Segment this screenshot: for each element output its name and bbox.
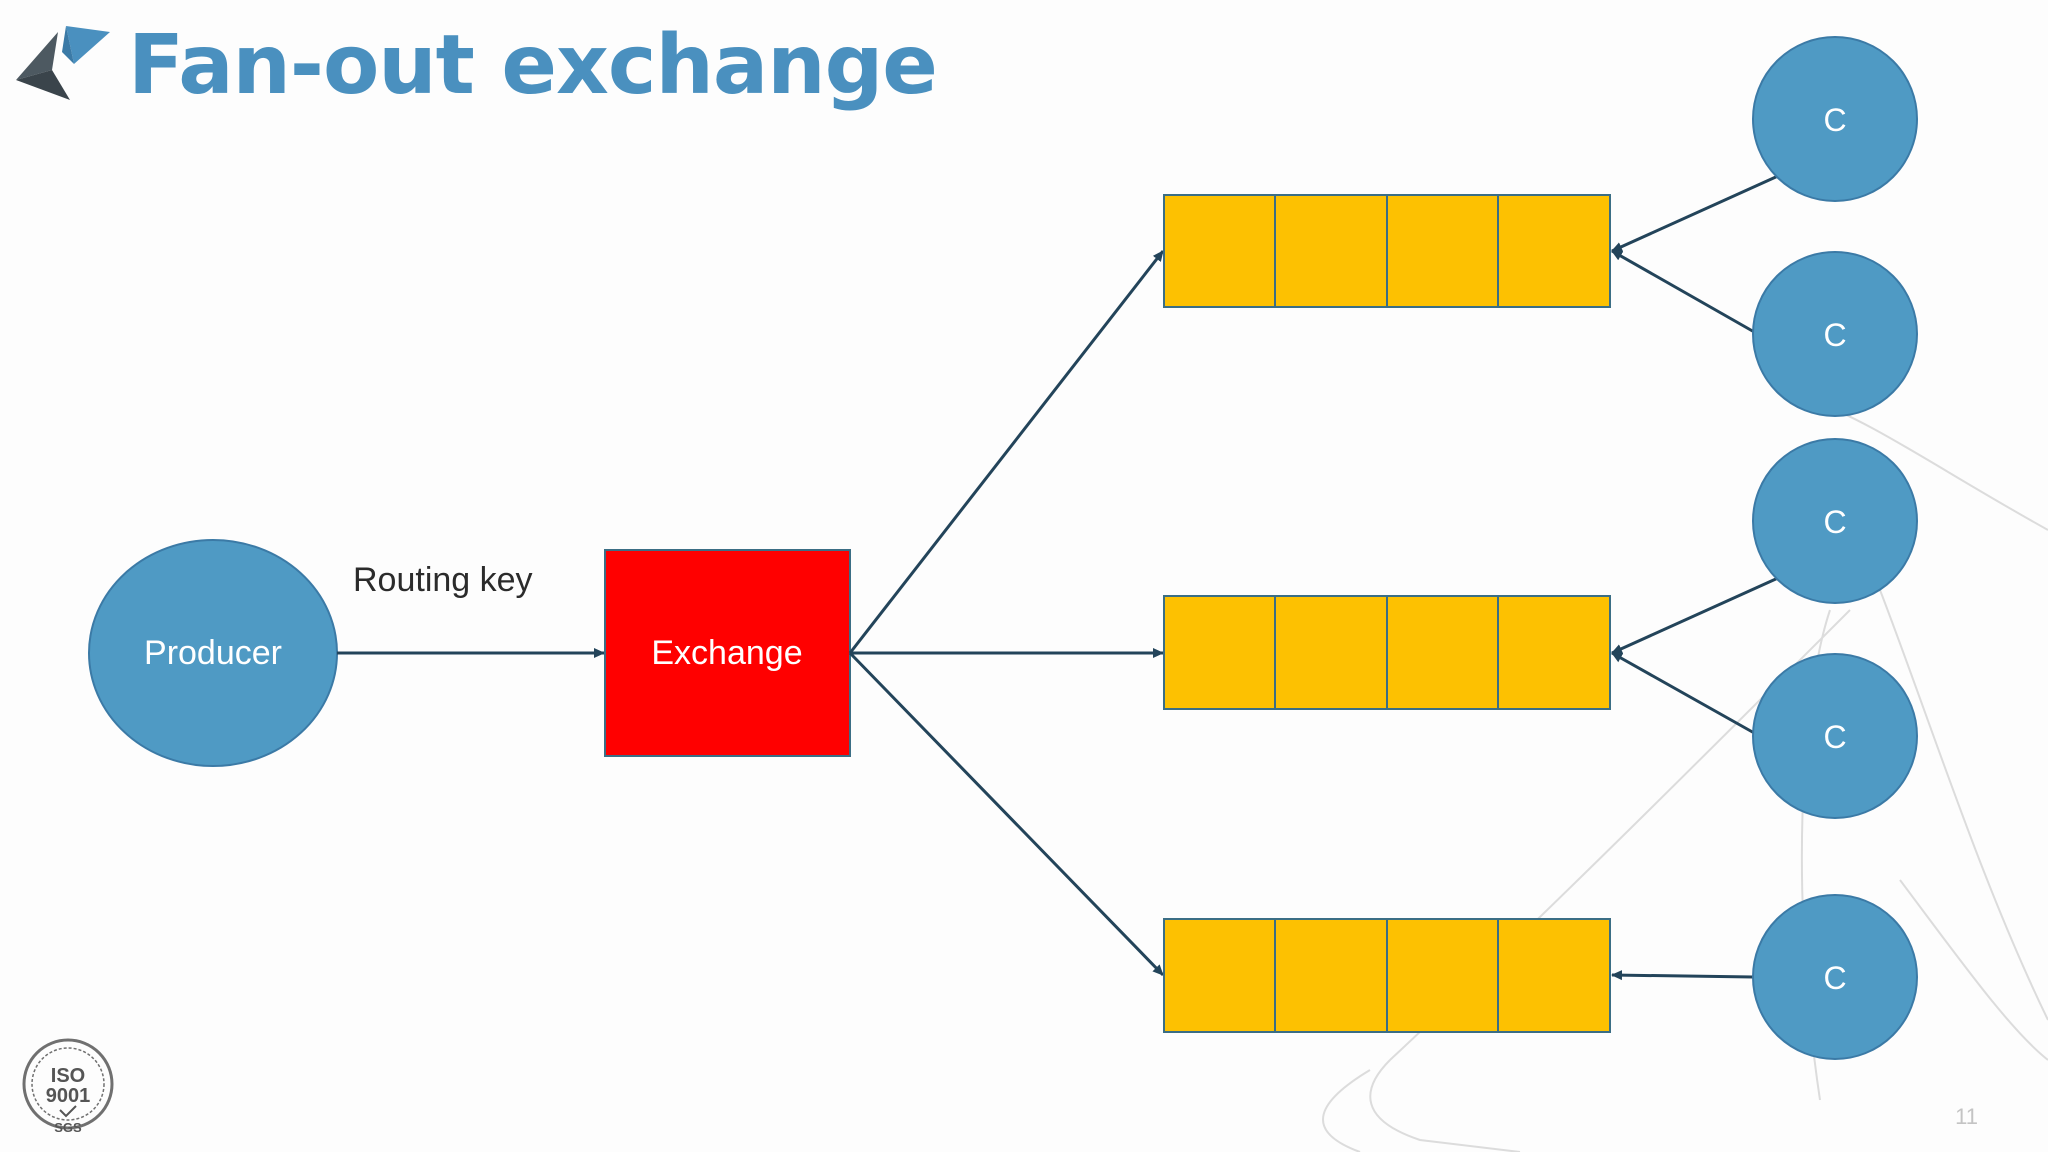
iso-text-main: ISO xyxy=(51,1065,85,1087)
exchange-node: Exchange xyxy=(604,549,851,757)
queue-3 xyxy=(1163,918,1611,1033)
producer-label: Producer xyxy=(144,634,282,672)
consumer-node-2: C xyxy=(1752,251,1918,417)
consumer-4-to-queue-2-arrow xyxy=(1611,651,1757,736)
iso-text-sub: 9001 xyxy=(46,1085,91,1107)
consumer-label: C xyxy=(1823,719,1846,755)
exchange-to-queue-3-arrow xyxy=(848,651,1165,977)
consumer-label: C xyxy=(1823,504,1846,540)
consumer-3-to-queue-2-arrow xyxy=(1611,576,1779,655)
iso-9001-badge: ISO 9001 SGS xyxy=(22,1038,114,1135)
queue-2 xyxy=(1163,595,1611,710)
consumer-node-3: C xyxy=(1752,438,1918,604)
iso-text-brand: SGS xyxy=(54,1120,82,1135)
consumer-node-4: C xyxy=(1752,653,1918,819)
slide-title: Fan-out exchange xyxy=(128,18,938,113)
consumer-node-1: C xyxy=(1752,36,1918,202)
consumer-5-to-queue-3-arrow xyxy=(1611,970,1754,981)
consumer-node-5: C xyxy=(1752,894,1918,1060)
consumer-1-to-queue-1-arrow xyxy=(1611,174,1779,253)
consumer-label: C xyxy=(1823,102,1846,138)
consumer-label: C xyxy=(1823,317,1846,353)
queue-1 xyxy=(1163,194,1611,308)
consumer-label: C xyxy=(1823,960,1846,996)
producer-node: Producer xyxy=(88,539,338,767)
routing-key-label: Routing key xyxy=(353,561,533,599)
exchange-to-queue-1-arrow xyxy=(848,250,1165,654)
company-logo xyxy=(16,26,110,100)
exchange-label: Exchange xyxy=(651,634,802,672)
consumer-2-to-queue-1-arrow xyxy=(1611,249,1757,335)
slide-number: 11 xyxy=(1955,1104,1978,1129)
